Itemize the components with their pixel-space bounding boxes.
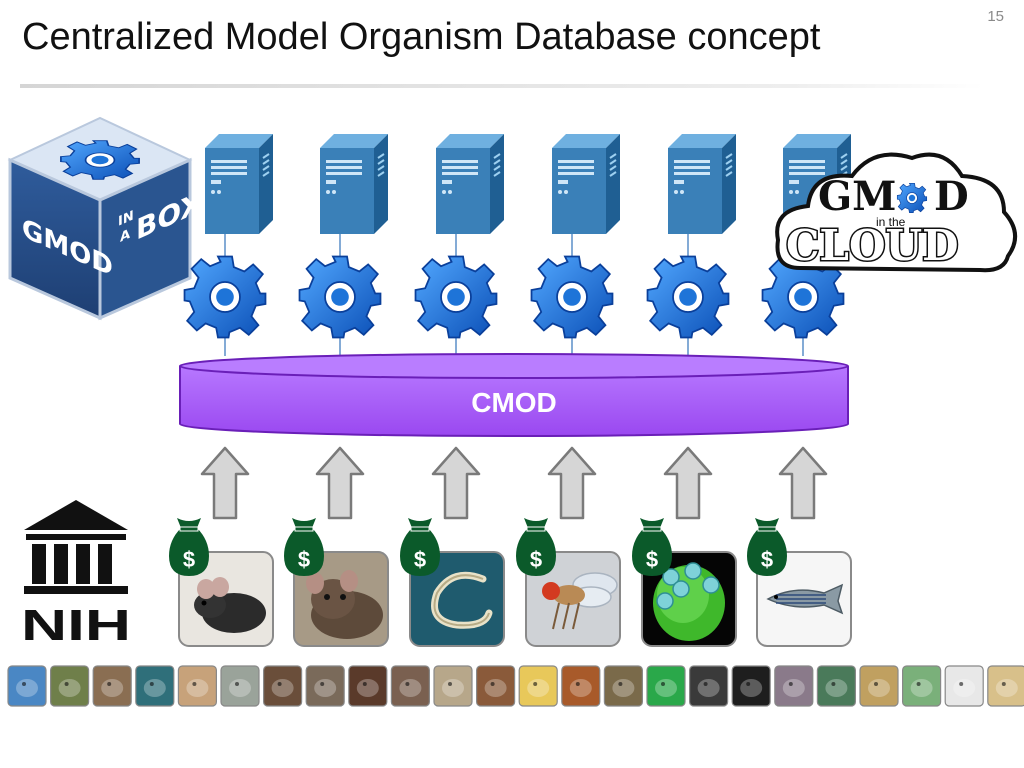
organism-thumbnail xyxy=(774,665,814,707)
money-bag-icon: $ xyxy=(515,517,557,577)
organism-thumbnail xyxy=(220,665,260,707)
organism-thumbnail xyxy=(603,665,644,707)
gear-icon xyxy=(60,139,140,181)
organism-tile-fruit-fly xyxy=(525,551,621,647)
server-icon xyxy=(436,134,504,234)
rat-icon xyxy=(306,570,383,639)
organism-thumbnail xyxy=(944,665,984,707)
slide-number: 15 xyxy=(987,8,1004,25)
organism-tile-zebrafish xyxy=(756,551,852,647)
organism-tile-nematode xyxy=(409,551,505,647)
money-bag-icon: $ xyxy=(399,517,441,577)
up-arrow-icon xyxy=(200,446,250,520)
nematode-icon xyxy=(431,571,493,629)
organism-thumbnail xyxy=(305,665,345,707)
money-bag-icon: $ xyxy=(168,517,210,577)
organism-thumbnail xyxy=(433,665,473,707)
organism-thumbnail xyxy=(7,665,47,707)
organism-tile-rat xyxy=(293,551,389,647)
gmod-in-the-cloud-logo: GM D in the CLOUD xyxy=(775,152,1017,273)
cmod-database: CMOD xyxy=(179,353,849,437)
up-arrow-icon xyxy=(778,446,828,520)
up-arrow-icon xyxy=(431,446,481,520)
up-arrow-icon xyxy=(315,446,365,520)
gear-icon xyxy=(646,255,730,339)
organism-thumbnail xyxy=(901,665,942,707)
gear-icon xyxy=(183,255,267,339)
money-bag-icon: $ xyxy=(746,517,788,577)
organism-tiles: $ $ $ $ $ $ xyxy=(168,517,852,647)
organism-thumbnail-strip xyxy=(7,665,1024,707)
organism-thumbnail xyxy=(263,665,303,707)
cmod-label: CMOD xyxy=(471,387,557,418)
organism-thumbnail xyxy=(390,665,430,707)
organism-thumbnail xyxy=(816,665,857,707)
cloud-text-d: D xyxy=(934,173,969,220)
mouse-icon xyxy=(194,577,266,633)
dollar-sign: $ xyxy=(414,547,426,572)
organism-thumbnail xyxy=(92,665,132,707)
organism-thumbnail xyxy=(348,665,388,707)
box-word-in: IN xyxy=(118,208,134,230)
title-divider xyxy=(20,84,984,88)
money-bag-icon: $ xyxy=(631,517,673,577)
organism-thumbnail xyxy=(561,665,601,707)
dollar-sign: $ xyxy=(298,547,310,572)
cloud-text-gm: GM xyxy=(818,173,896,220)
gear-icon xyxy=(896,182,928,214)
gear-icon xyxy=(414,255,498,339)
organism-thumbnail xyxy=(688,665,729,707)
fruit-fly-icon xyxy=(542,572,618,630)
gmod-in-a-box-logo: GMOD IN A BOX xyxy=(7,116,202,321)
box-word-a: A xyxy=(120,226,130,246)
organism-thumbnail xyxy=(518,665,558,707)
organism-thumbnail xyxy=(476,665,516,707)
upload-arrows xyxy=(200,446,828,520)
dollar-sign: $ xyxy=(761,547,773,572)
zebrafish-icon xyxy=(766,583,844,615)
server-icon xyxy=(552,134,620,234)
organism-thumbnail xyxy=(987,665,1024,707)
dollar-sign: $ xyxy=(183,547,195,572)
up-arrow-icon xyxy=(547,446,597,520)
organism-thumbnail xyxy=(177,665,217,707)
cloud-text-in-the: in the xyxy=(876,215,906,229)
server-row xyxy=(205,134,851,234)
organism-thumbnail xyxy=(49,665,90,707)
server-icon xyxy=(205,134,273,234)
server-icon xyxy=(320,134,388,234)
money-bag-icon: $ xyxy=(283,517,325,577)
nih-logo: NIH xyxy=(21,500,131,650)
dollar-sign: $ xyxy=(530,547,542,572)
dollar-sign: $ xyxy=(646,547,658,572)
gear-icon xyxy=(298,255,382,339)
organism-thumbnail xyxy=(731,665,771,707)
gear-icon xyxy=(530,255,614,339)
organism-tile-mouse xyxy=(178,551,274,647)
organism-thumbnail xyxy=(646,665,686,707)
green-cell-icon xyxy=(653,562,725,641)
cloud-text-cloud: CLOUD xyxy=(786,221,959,270)
up-arrow-icon xyxy=(663,446,713,520)
server-icon xyxy=(668,134,736,234)
organism-thumbnail xyxy=(135,665,175,707)
page-title: Centralized Model Organism Database conc… xyxy=(22,16,821,58)
organism-tile-green-cell xyxy=(641,551,737,647)
organism-thumbnail xyxy=(859,665,899,707)
nih-label: NIH xyxy=(21,601,131,650)
gear-row xyxy=(183,255,845,339)
